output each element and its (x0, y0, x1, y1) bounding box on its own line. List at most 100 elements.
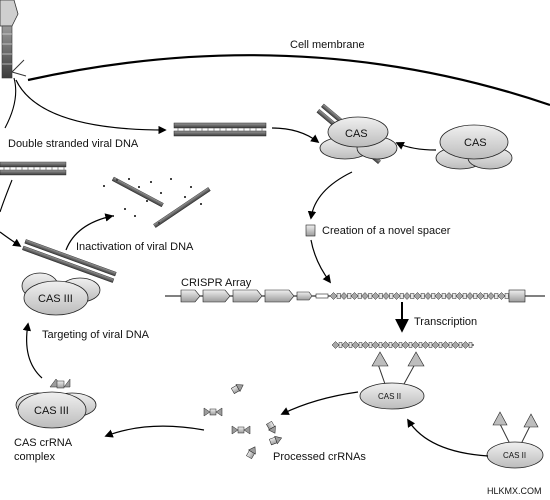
repeat-unit (476, 292, 485, 300)
spacer-unit (398, 342, 403, 348)
repeat-unit (361, 292, 369, 300)
arrow-to-viral-dna (15, 79, 167, 135)
degraded-viral-dna (103, 176, 211, 228)
spacer-unit (388, 342, 393, 348)
cas-right-complex: CAS (435, 124, 513, 170)
repeat-unit (371, 292, 380, 300)
spacer-unit (368, 342, 373, 348)
cas-ii-middle-label: CAS II (378, 392, 401, 401)
left-curve-line (0, 179, 13, 213)
arrow-cas-ii-right (407, 418, 489, 457)
repeat-unit (487, 292, 495, 300)
repeat-unit (371, 341, 380, 349)
spacer-unit (399, 293, 404, 299)
spacer-unit (483, 293, 488, 299)
watermark-text: HLKMX.COM (487, 486, 542, 496)
viral-dna-double-strand (173, 122, 267, 137)
spacer-unit (473, 293, 478, 299)
repeat-unit (350, 292, 359, 300)
spacer-unit (348, 342, 353, 348)
repeat-unit (381, 341, 390, 349)
repeat-unit (341, 341, 350, 349)
spacer-unit (462, 293, 467, 299)
targeting-label: Targeting of viral DNA (42, 329, 150, 341)
arrow-cas-right-to-top (395, 142, 437, 151)
repeat-unit (434, 292, 443, 300)
arrow-to-processed (280, 391, 359, 415)
repeat-unit (451, 341, 460, 349)
repeat-unit (361, 341, 370, 349)
cas-crrna-complex-label-2: complex (14, 451, 55, 463)
cas-iii-bottom-label: CAS III (34, 405, 69, 417)
crispr-array-label: CRISPR Array (181, 277, 252, 289)
repeat-unit (445, 292, 453, 300)
spacer-unit (410, 293, 415, 299)
repeat-unit (431, 341, 440, 349)
spacer-unit (408, 342, 413, 348)
spacer-unit (389, 293, 394, 299)
repeat-unit (382, 292, 390, 300)
arrow-to-crispr-array (310, 239, 332, 284)
inactivation-label: Inactivation of viral DNA (76, 241, 194, 253)
transcription-label: Transcription (414, 316, 477, 328)
pre-crrna-transcript (331, 341, 474, 349)
arrow-to-inactivation (65, 213, 114, 251)
spacer-unit (458, 342, 463, 348)
repeat-unit (392, 292, 401, 300)
spacer-unit (347, 293, 352, 299)
arrow-to-cas (271, 127, 320, 144)
cas-right-label: CAS (464, 137, 487, 149)
spacer-unit (378, 293, 383, 299)
processed-crrnas-label: Processed crRNAs (273, 451, 366, 463)
repeat-unit (411, 341, 420, 349)
arrow-to-novel-spacer (307, 171, 353, 220)
repeat-unit (329, 292, 338, 300)
spacer-unit (378, 342, 383, 348)
spacer-unit (357, 293, 362, 299)
repeat-unit (391, 341, 400, 349)
cas-crrna-complex-label-1: CAS crRNA (14, 437, 73, 449)
repeat-unit (421, 341, 430, 349)
spacer-unit (336, 293, 341, 299)
bacteriophage (0, 0, 27, 79)
repeat-unit (461, 341, 470, 349)
spacer-unit (504, 293, 509, 299)
repeat-unit (497, 292, 506, 300)
cas-ii-right-complex: CAS II (486, 411, 544, 469)
cas-iii-bottom-complex: CAS III (15, 378, 97, 429)
creation-of-spacer-label: Creation of a novel spacer (322, 225, 451, 237)
repeat-unit (340, 292, 348, 300)
spacer-unit (428, 342, 433, 348)
arrow-into-targeting-complex (0, 231, 22, 247)
repeat-unit (403, 292, 411, 300)
repeat-unit (351, 341, 360, 349)
repeat-unit (455, 292, 464, 300)
spacer-unit (420, 293, 425, 299)
spacer-unit (418, 342, 423, 348)
repeat-unit (401, 341, 410, 349)
injected-dna-strand (4, 77, 17, 129)
cas-iii-targeting-complex: CAS III (21, 239, 117, 316)
spacer-unit (452, 293, 457, 299)
novel-spacer-block (305, 224, 316, 237)
repeat-unit (331, 341, 340, 349)
cell-membrane-label: Cell membrane (290, 39, 365, 51)
spacer-unit (448, 342, 453, 348)
spacer-unit (438, 342, 443, 348)
spacer-unit (338, 342, 343, 348)
spacer-unit (358, 342, 363, 348)
spacer-unit (368, 293, 373, 299)
cas-ii-middle-complex: CAS II (359, 351, 425, 410)
cas-top-complex: CAS (316, 103, 398, 165)
spacer-unit (468, 342, 473, 348)
spacer-unit (441, 293, 446, 299)
repeat-unit (441, 341, 450, 349)
spacer-unit (494, 293, 499, 299)
spacer-unit (431, 293, 436, 299)
repeat-unit (413, 292, 422, 300)
repeat-unit (466, 292, 474, 300)
cas-ii-right-label: CAS II (503, 451, 526, 460)
cas-top-label: CAS (345, 128, 368, 140)
double-stranded-viral-dna-label: Double stranded viral DNA (8, 138, 139, 150)
